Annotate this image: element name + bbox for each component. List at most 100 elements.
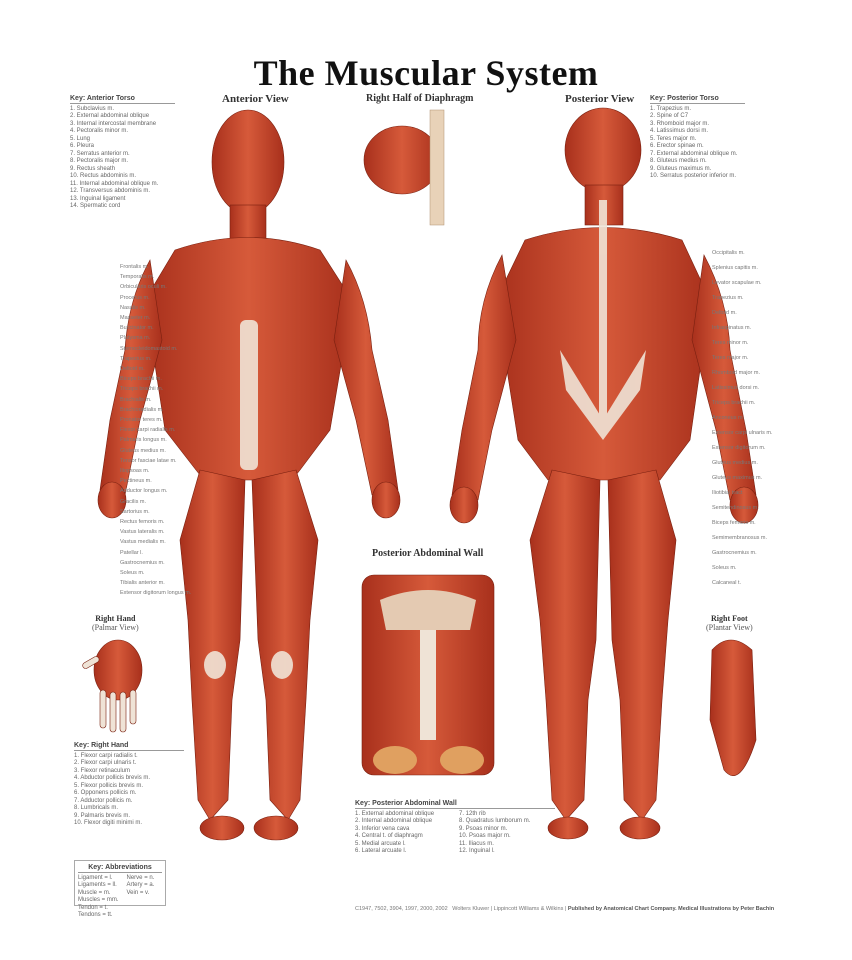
muscle-label: Pronator teres m.	[120, 417, 163, 423]
hand-subtitle: (Palmar View)	[92, 623, 139, 632]
key-item: 5. Medial arcuate l.	[355, 840, 406, 847]
muscle-label: Calcaneal t.	[712, 580, 742, 586]
key-item: 10. Serratus posterior inferior m.	[650, 173, 737, 179]
hand-title: Right Hand	[95, 614, 136, 623]
foot-title: Right Foot	[711, 614, 748, 623]
key-item: 6. Opponens pollicis m.	[74, 790, 137, 796]
muscle-label: Masseter m.	[120, 315, 151, 321]
muscle-label: Frontalis m.	[120, 264, 149, 270]
key-item: 3. Flexor retinaculum	[74, 767, 131, 774]
footer-publisher: Published by Anatomical Chart Company. M…	[567, 906, 775, 912]
key-item: 7. Adductor pollicis m.	[74, 797, 133, 804]
key-title: Key: Anterior Torso	[70, 95, 175, 104]
key-item: 3. Inferior vena cava	[355, 825, 410, 832]
key-abbreviations: Key: Abbreviations Ligament = l.Ligament…	[74, 860, 166, 918]
footer-codes: C1947, 7502, 3904, 1997, 2000, 2002	[355, 906, 448, 912]
muscle-label: Iliotibial tract	[712, 490, 743, 496]
key-item: 14. Spermatic cord	[70, 203, 121, 209]
key-title: Key: Right Hand	[74, 742, 184, 751]
poster-title: The Muscular System	[253, 53, 599, 93]
muscle-label: Adductor longus m.	[120, 488, 168, 495]
muscle-label: Flexor carpi radialis m.	[120, 427, 176, 434]
key-item: 2. Internal abdominal oblique	[355, 818, 433, 824]
key-anterior-torso: Key: Anterior Torso 1. Subclavius m.2. E…	[70, 95, 175, 211]
key-item: Tendon = t.	[78, 904, 108, 911]
foot-inset	[709, 639, 757, 776]
key-item: Ligament = l.	[78, 874, 113, 881]
foot-subtitle: (Plantar View)	[706, 623, 753, 632]
key-title: Key: Posterior Abdominal Wall	[355, 800, 555, 809]
muscle-label: Platysma m.	[120, 335, 151, 342]
key-item: 9. Palmaris brevis m.	[74, 812, 131, 819]
heading-posterior-view: Posterior View	[565, 93, 635, 105]
key-item: 9. Gluteus maximus m.	[650, 165, 712, 172]
muscle-label: Trapezius m.	[712, 295, 744, 301]
muscle-label: Latissimus dorsi m.	[712, 385, 760, 391]
key-posterior-torso: Key: Posterior Torso 1. Trapezius m.2. S…	[650, 95, 745, 181]
abdominal-wall-inset	[361, 574, 495, 776]
muscle-label: Vastus medialis m.	[120, 539, 166, 546]
key-item: 2. Flexor carpi ulnaris t.	[74, 760, 137, 766]
muscle-label: Patellar l.	[120, 549, 143, 556]
key-item: Vein = v.	[126, 889, 150, 896]
muscle-label: Triceps brachii m.	[120, 386, 164, 393]
muscle-label: Tibialis anterior m.	[120, 580, 165, 587]
muscle-label: Buccinator m.	[120, 325, 154, 332]
key-item: 3. Rhomboid major m.	[650, 120, 710, 127]
muscle-label: Gastrocnemius m.	[712, 550, 757, 556]
muscle-label: Sternocleidomastoid m.	[120, 345, 178, 352]
muscle-label: Semimembranosus m.	[712, 535, 768, 541]
muscle-label: Temporalis m.	[120, 274, 155, 281]
key-item: 9. Psoas minor m.	[459, 825, 508, 832]
key-item: 4. Latissimus dorsi m.	[650, 128, 709, 134]
muscle-label: Soleus m.	[712, 565, 737, 571]
anterior-figure	[97, 109, 401, 841]
muscle-label: Trapezius m.	[120, 355, 152, 362]
muscle-label: Gastrocnemius m.	[120, 559, 165, 566]
key-item: 12. Inguinal l.	[459, 848, 495, 854]
key-item: 6. Lateral arcuate l.	[355, 848, 407, 854]
heading-abdominal-wall: Posterior Abdominal Wall	[372, 548, 484, 559]
key-item: 13. Inguinal ligament	[70, 195, 126, 202]
key-item: Muscle = m.	[78, 889, 111, 896]
diaphragm-inset	[363, 109, 445, 226]
key-item: Artery = a.	[126, 882, 155, 888]
key-item: Nerve = n.	[126, 874, 155, 881]
heading-right-hand: Right Hand (Palmar View)	[92, 614, 139, 632]
key-item: 7. Serratus anterior m.	[70, 150, 130, 157]
muscle-label: Splenius capitis m.	[712, 265, 758, 271]
key-item: 9. Rectus sheath	[70, 165, 116, 172]
key-item: 11. Iliacus m.	[459, 840, 494, 847]
key-item: 2. Spine of C7	[650, 113, 689, 119]
key-item: 1. External abdominal oblique	[355, 810, 435, 817]
key-item: 10. Flexor digiti minimi m.	[74, 820, 143, 826]
muscle-label: Infraspinatus m.	[712, 325, 752, 331]
heading-right-foot: Right Foot (Plantar View)	[706, 614, 753, 632]
muscle-label: Biceps femoris m.	[712, 520, 756, 526]
key-item: 2. External abdominal oblique	[70, 113, 150, 119]
key-title: Key: Abbreviations	[78, 864, 162, 873]
heading-diaphragm: Right Half of Diaphragm	[366, 93, 474, 104]
key-item: 5. Teres major m.	[650, 135, 697, 142]
key-item: 11. Internal abdominal oblique m.	[70, 180, 159, 187]
key-item: 8. Lumbricals m.	[74, 805, 119, 811]
key-item: 10. Rectus abdominis m.	[70, 173, 137, 179]
key-item: 6. Pleura	[70, 143, 95, 149]
muscle-label: Anconeus m.	[712, 415, 745, 421]
muscle-label: Deltoid m.	[120, 366, 145, 372]
key-right-hand: Key: Right Hand 1. Flexor carpi radialis…	[74, 742, 184, 828]
muscle-label: Gluteus medius m.	[712, 460, 758, 466]
muscle-label: Sartorius m.	[120, 508, 150, 515]
muscle-label: Levator scapulae m.	[712, 280, 762, 286]
muscle-label: Soleus m.	[120, 570, 145, 576]
muscle-label: Deltoid m.	[712, 310, 737, 316]
key-item: Muscles = mm.	[78, 897, 119, 903]
muscle-label: Extensor digitorum m.	[712, 445, 766, 451]
muscle-label: Procerus m.	[120, 294, 150, 301]
muscle-label: Orbicularis oculi m.	[120, 284, 167, 291]
key-item: 6. Erector spinae m.	[650, 143, 704, 149]
key-item: 1. Trapezius m.	[650, 105, 692, 112]
key-item: 12. Transversus abdominis m.	[70, 188, 151, 194]
key-item: 1. Subclavius m.	[70, 105, 115, 112]
